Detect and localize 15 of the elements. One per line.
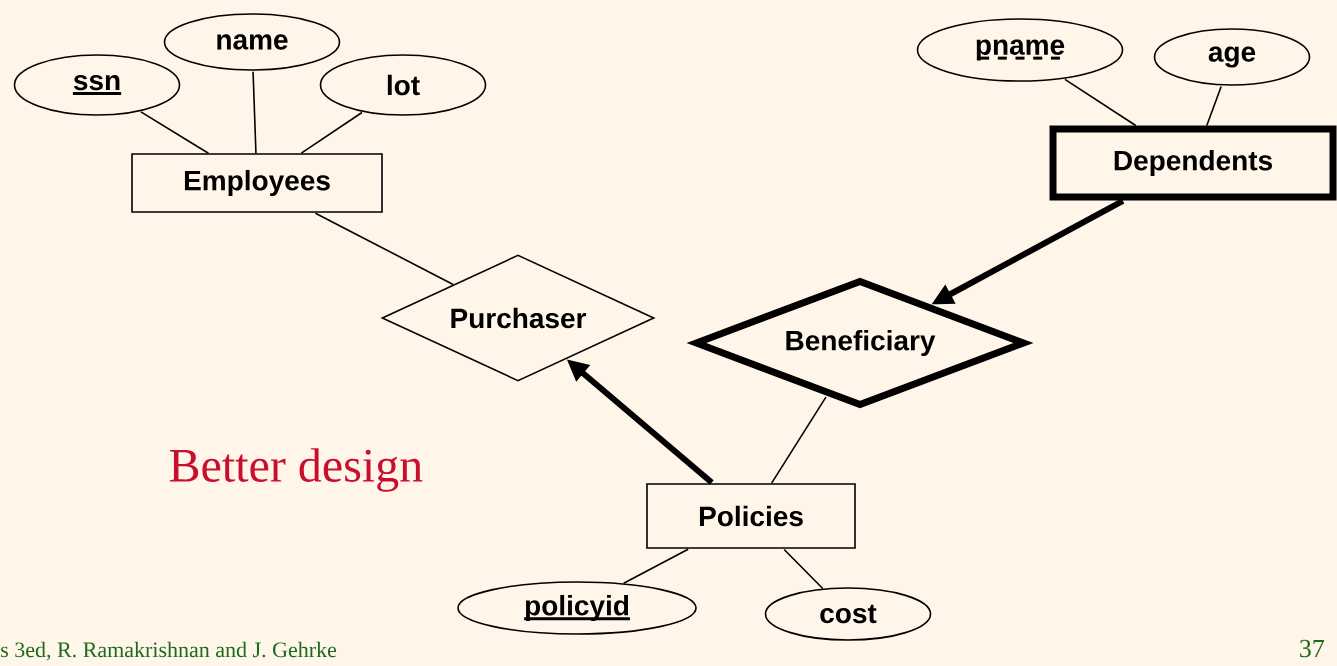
connector	[783, 548, 824, 590]
weak-entity-box: Dependents	[1049, 125, 1337, 201]
caption-text: Better design	[169, 448, 423, 492]
connector	[252, 71, 257, 154]
connector	[1206, 85, 1222, 127]
connector	[622, 548, 689, 585]
connector	[1064, 78, 1137, 127]
connector	[314, 212, 454, 286]
connector	[140, 111, 210, 154]
connector	[300, 111, 363, 154]
footer-text: s 3ed, R. Ramakrishnan and J. Gehrke	[1, 641, 337, 661]
connector	[770, 396, 827, 484]
entity-box: Employees	[131, 153, 383, 213]
entity-box: Policies	[646, 483, 856, 549]
page-number: 37	[1300, 639, 1325, 658]
